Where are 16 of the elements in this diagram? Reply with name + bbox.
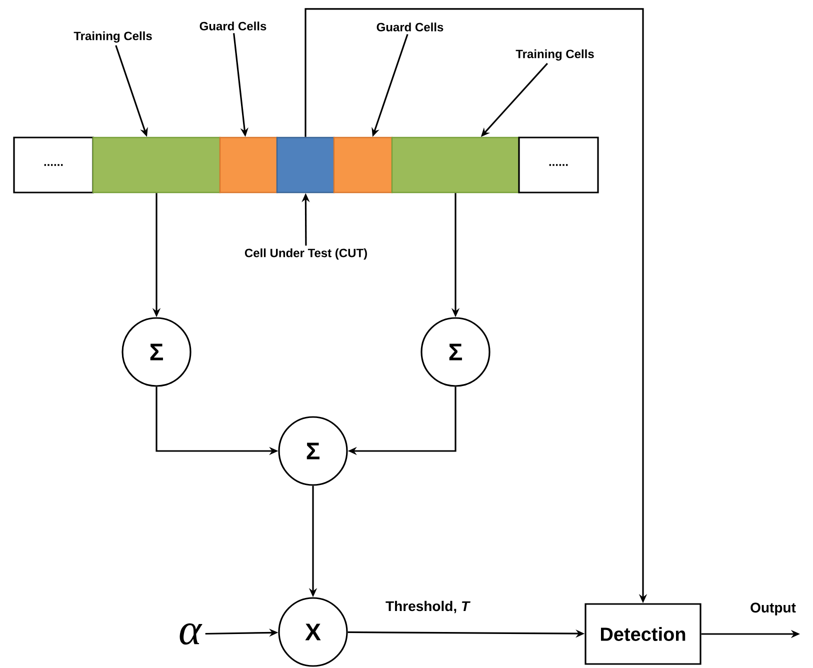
annotation-label: Guard Cells <box>376 22 444 32</box>
annotation-label: Guard Cells <box>200 22 266 30</box>
cell-block <box>92 136 221 194</box>
cell-block <box>219 136 278 194</box>
edge-label: Output <box>750 602 796 616</box>
cell-block <box>391 136 520 194</box>
annotation-label: Training Cells <box>516 49 594 61</box>
annotation-label: Cell Under Test (CUT) <box>244 248 367 260</box>
ellipsis-cell: ...... <box>518 136 599 194</box>
annotation-label: Training Cells <box>74 31 152 43</box>
edge-label: Threshold, T <box>386 600 470 614</box>
cell-block <box>276 136 335 194</box>
process-box: Detection <box>584 603 702 665</box>
input-symbol: α <box>180 623 202 645</box>
cell-block <box>333 136 393 194</box>
ellipsis-cell: ...... <box>13 136 94 194</box>
